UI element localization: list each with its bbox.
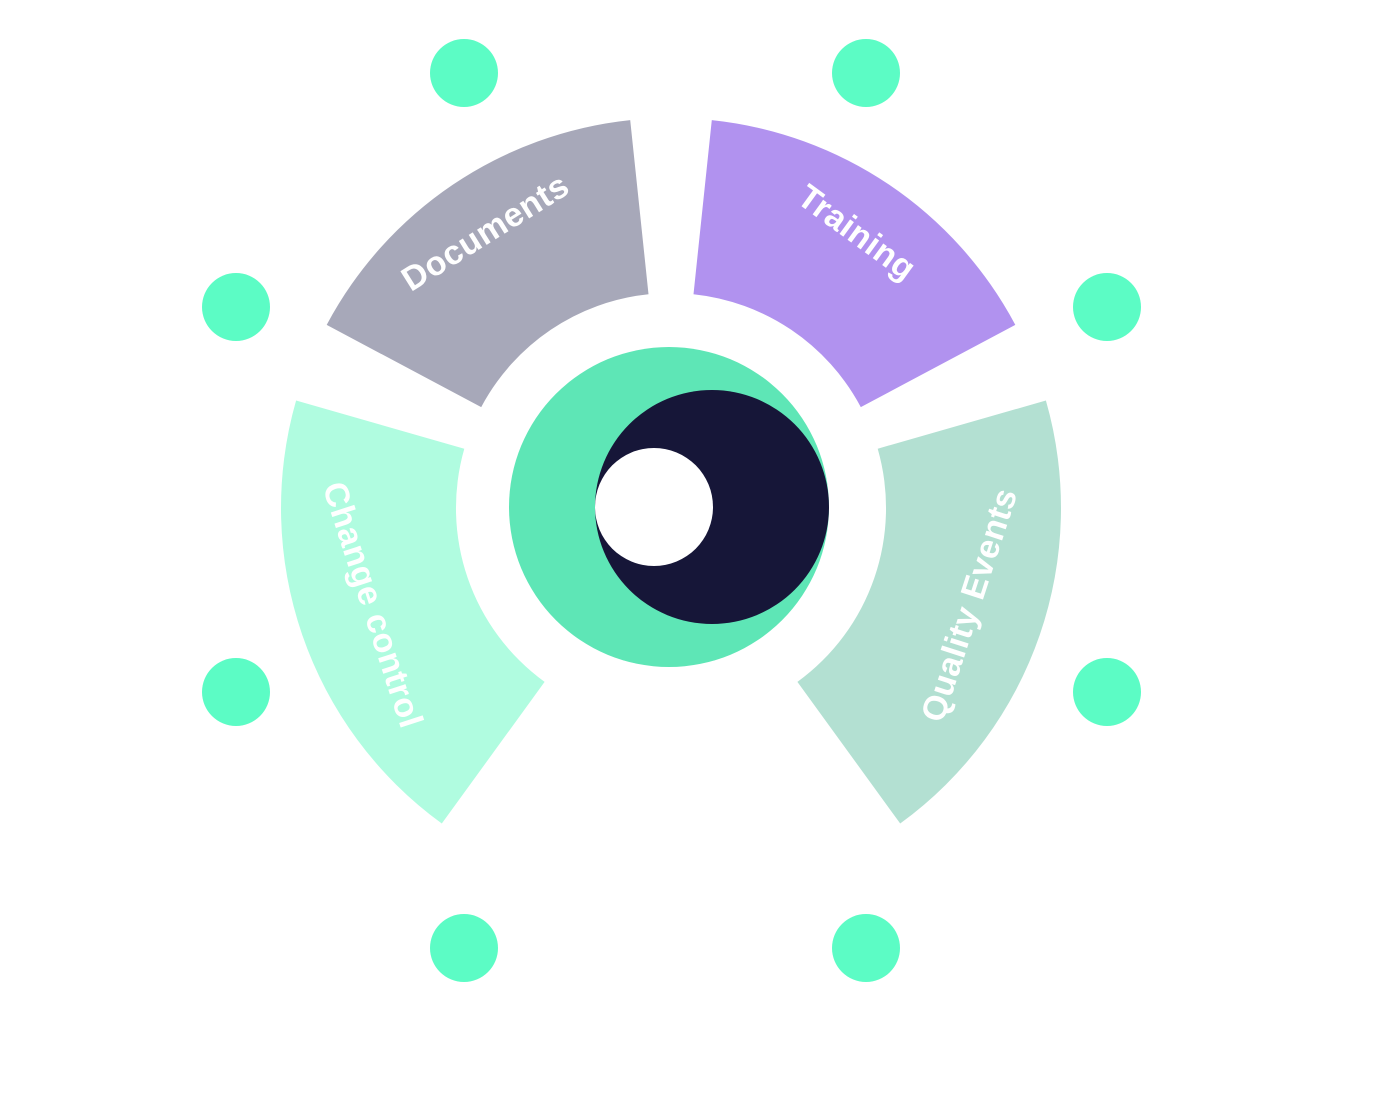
segment-quality-events[interactable] bbox=[797, 400, 1061, 824]
connector-dot bbox=[202, 658, 270, 726]
connector-dot bbox=[1073, 658, 1141, 726]
connector-dot bbox=[202, 273, 270, 341]
connector-dot bbox=[430, 914, 498, 982]
segment-documents[interactable] bbox=[326, 120, 649, 408]
connector-dot bbox=[832, 914, 900, 982]
logo-hole bbox=[595, 448, 713, 566]
segment-training[interactable] bbox=[693, 120, 1016, 408]
center-logo bbox=[509, 347, 829, 667]
connector-dot bbox=[430, 39, 498, 107]
connector-dot bbox=[832, 39, 900, 107]
segment-change-control[interactable] bbox=[281, 400, 545, 824]
connector-dots bbox=[202, 39, 1141, 982]
connector-dot bbox=[1073, 273, 1141, 341]
wheel-segments bbox=[281, 120, 1061, 824]
